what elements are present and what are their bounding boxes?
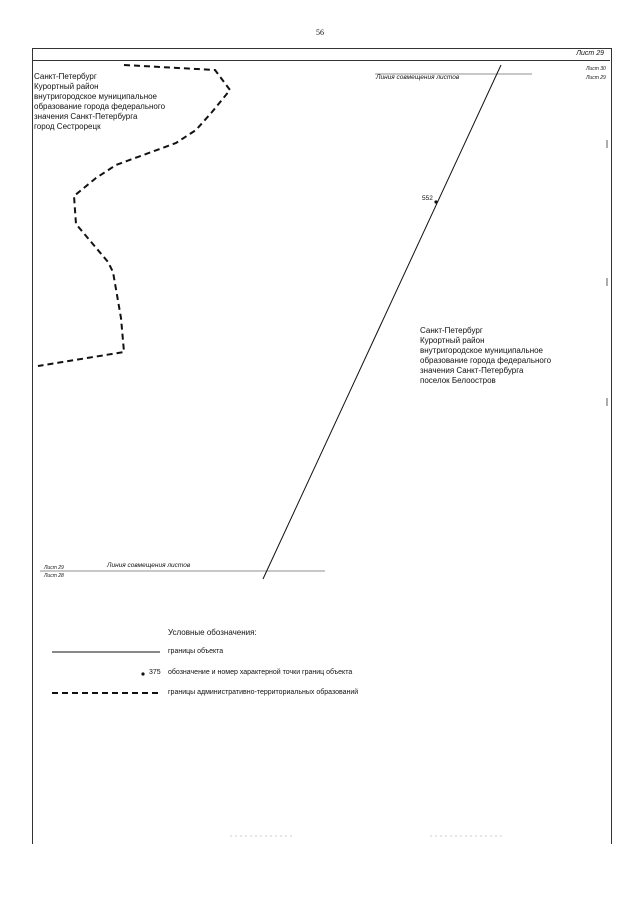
sheet-label-bottom-upper: Лист 29	[44, 565, 64, 571]
boundary-point-552	[434, 200, 438, 204]
legend-item-object-boundary-text: границы объекта	[168, 648, 224, 655]
legend-point-symbol	[141, 672, 145, 676]
map-frame	[32, 48, 612, 844]
legend-item-point-number: 375	[149, 669, 161, 676]
legend-title: Условные обозначения:	[168, 628, 257, 637]
region-label-beloostrov: Санкт-Петербург Курортный район внутриго…	[420, 326, 552, 385]
object-boundary-line	[262, 64, 502, 580]
legend-item-point-text: обозначение и номер характерной точки гр…	[168, 669, 353, 676]
region-label-sestroretsk: Санкт-Петербург Курортный район внутриго…	[34, 72, 166, 131]
page-number: 56	[316, 28, 324, 37]
sheet-label: Лист 29	[576, 50, 604, 57]
bottom-match-line-label: Линия совмещения листов	[107, 562, 191, 569]
point-label-552: 552	[422, 195, 433, 202]
sheet-header-strip	[32, 48, 610, 61]
admin-boundary-line	[37, 64, 232, 367]
sheet-label-top-lower: Лист 29	[586, 75, 606, 81]
sheet-label-bottom-lower: Лист 28	[44, 573, 64, 579]
top-match-line-label: Линия совмещения листов	[376, 74, 460, 81]
legend-item-admin-boundary-text: границы административно-территориальных …	[168, 689, 359, 696]
sheet-label-top-upper: Лист 30	[586, 66, 606, 72]
